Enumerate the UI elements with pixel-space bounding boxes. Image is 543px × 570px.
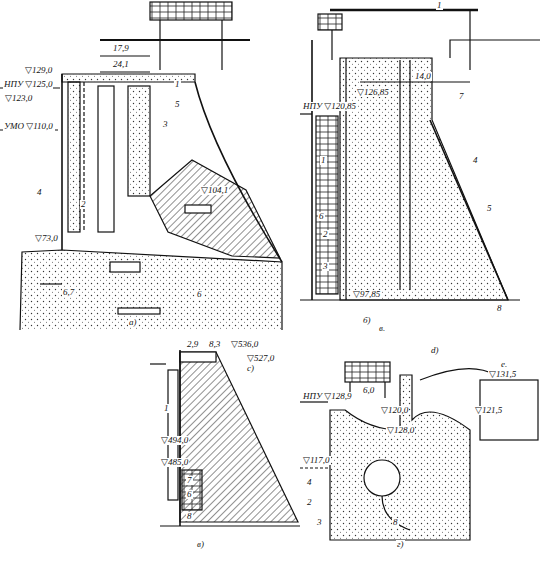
- dimension-label: d): [430, 346, 440, 355]
- dimension-label: в.: [378, 324, 386, 333]
- dimension-label: УМО ▽110,0: [3, 122, 54, 131]
- dimension-label: ▽123,0: [4, 94, 33, 103]
- dimension-label: ▽117,0: [302, 456, 331, 465]
- dimension-label: ▽131,5: [488, 370, 517, 379]
- dimension-label: 14,0: [414, 72, 432, 81]
- dimension-label: ▽485,0: [160, 458, 189, 467]
- dimension-label: е.: [500, 360, 508, 369]
- callout-number: 1: [436, 1, 443, 10]
- callout-number: 5: [174, 100, 181, 109]
- callout-number: 3: [316, 518, 323, 527]
- dimension-label: ▽104,1: [200, 186, 229, 195]
- callout-number: 6: [196, 290, 203, 299]
- dimension-label: 2,9: [186, 340, 199, 349]
- dimension-label: НПУ ▽125,0: [3, 80, 53, 89]
- dimension-label: 6,0: [362, 386, 375, 395]
- dimension-label: 8,3: [208, 340, 221, 349]
- dimension-label: ▽494,0: [160, 436, 189, 445]
- callout-number: 1: [320, 156, 327, 165]
- dimension-label: г): [396, 540, 405, 549]
- callout-number: 8: [392, 518, 399, 527]
- dimension-label: ▽121,5: [474, 406, 503, 415]
- callout-number: 8: [496, 304, 503, 313]
- callout-number: 6: [318, 212, 325, 221]
- dimension-label: ▽536,0: [230, 340, 259, 349]
- dimension-label: ▽120,0: [380, 406, 409, 415]
- dimension-label: 17,9: [112, 44, 130, 53]
- callout-number: 2: [80, 200, 87, 209]
- dimension-label: ▽97,85: [352, 290, 381, 299]
- dimension-label: ▽129,0: [24, 66, 53, 75]
- callout-number: 1: [163, 404, 170, 413]
- callout-number: 7: [458, 92, 465, 101]
- dimension-label: ▽527,0: [246, 354, 275, 363]
- callout-number: 2: [322, 230, 329, 239]
- dimension-label: с): [246, 364, 255, 373]
- callout-number: 5: [486, 204, 493, 213]
- callout-number: 4: [36, 188, 43, 197]
- callout-number: 2: [306, 498, 313, 507]
- callout-number: 3: [322, 262, 329, 271]
- dimension-label: 6,7: [62, 288, 75, 297]
- callout-number: 4: [306, 478, 313, 487]
- callout-number: 6: [186, 490, 193, 499]
- dimension-label: ▽73,0: [34, 234, 59, 243]
- callout-number: 1: [174, 80, 181, 89]
- dimension-label: ▽126,85: [356, 88, 390, 97]
- dimension-label: б): [362, 316, 372, 325]
- callout-number: 3: [162, 120, 169, 129]
- callout-number: 4: [472, 156, 479, 165]
- dimension-label: в): [196, 540, 205, 549]
- dimension-label: ▽128,0: [386, 426, 415, 435]
- dimension-label: а): [128, 318, 138, 327]
- callout-number: 8: [186, 512, 193, 521]
- dimension-label: 24,1: [112, 60, 130, 69]
- dimension-label: НПУ ▽128,9: [302, 392, 352, 401]
- dimension-label: НПУ ▽120,85: [302, 102, 357, 111]
- callout-number: 7: [186, 476, 193, 485]
